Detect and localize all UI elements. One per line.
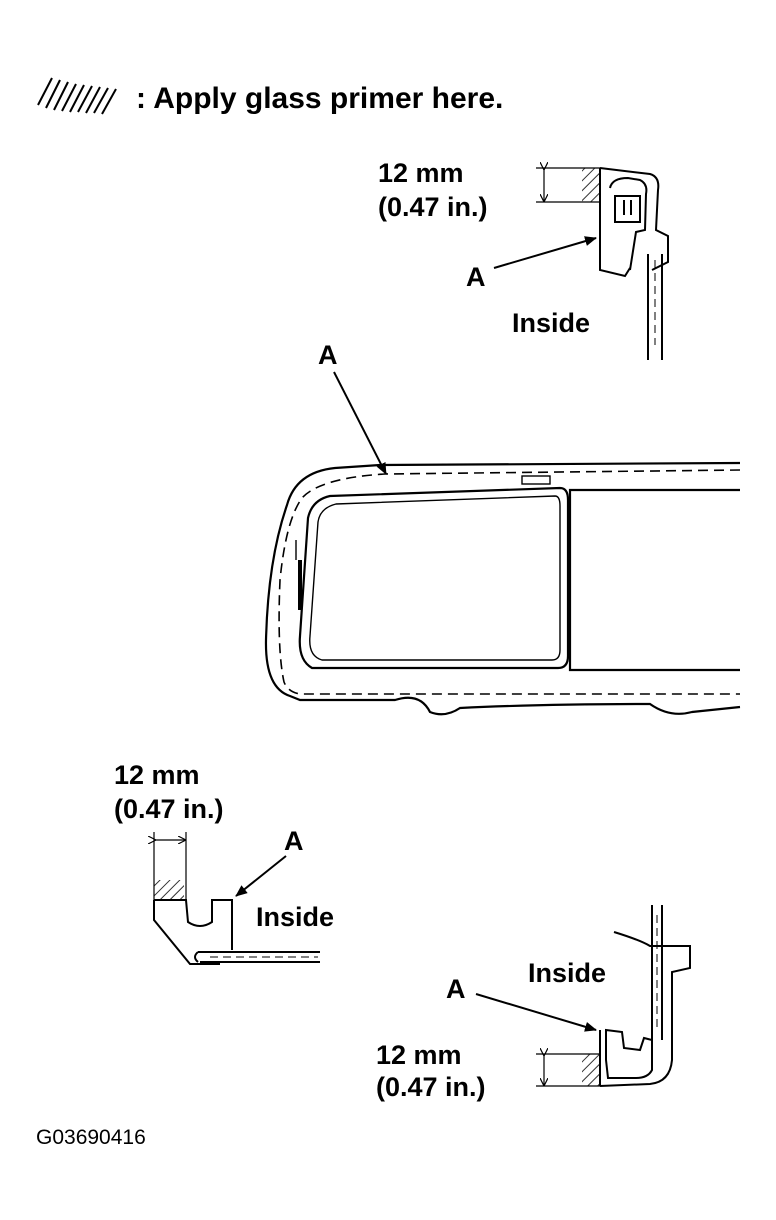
molding-section-top [536, 168, 669, 360]
leader-arrow-bottom [475, 993, 597, 1032]
part-label-a-left: A [284, 826, 304, 856]
dim-mm-left: 12 mm [114, 760, 200, 790]
molding-section-left [154, 832, 320, 965]
part-label-a-bottom: A [446, 974, 466, 1004]
dim-in-bottom: (0.47 in.) [376, 1072, 486, 1102]
molding-section-bottom [536, 905, 691, 1087]
dim-in-left: (0.47 in.) [114, 794, 224, 824]
part-label-a-window: A [318, 340, 338, 370]
dim-in-top: (0.47 in.) [378, 192, 488, 222]
leader-arrow-top [493, 236, 597, 269]
hatch-swatch-icon [37, 77, 117, 115]
legend-text: : Apply glass primer here. [136, 82, 504, 115]
inside-label-bottom: Inside [528, 958, 607, 988]
leader-arrow-window [333, 371, 387, 475]
dim-mm-bottom: 12 mm [376, 1040, 462, 1070]
inside-label-top: Inside [512, 308, 591, 338]
rear-window-glass [264, 461, 741, 716]
inside-label-left: Inside [256, 902, 335, 932]
leader-arrow-left [235, 855, 287, 897]
part-label-a-top: A [466, 262, 486, 292]
figure-code: G03690416 [36, 1126, 146, 1149]
dim-mm-top: 12 mm [378, 158, 464, 188]
